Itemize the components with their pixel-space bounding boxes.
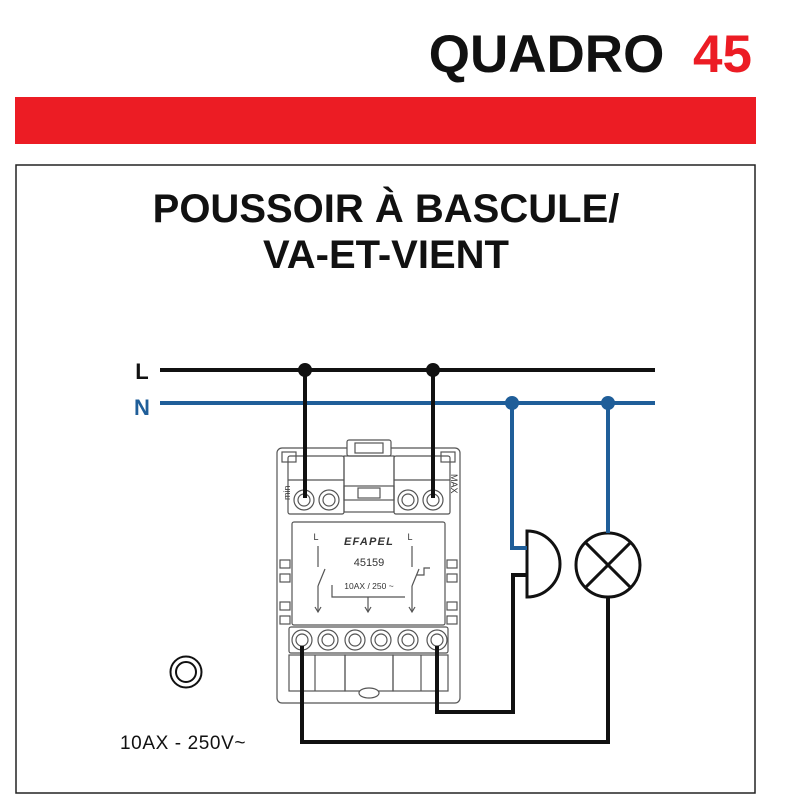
terminal-screw: [370, 629, 392, 651]
module-logo-mark: [358, 687, 380, 699]
diagram-title-line-1: POUSSOIR À BASCULE/: [153, 186, 620, 231]
lamp-symbol-icon: [574, 531, 642, 599]
terminal-screw-head: [321, 633, 335, 647]
lamp-return-wire: [300, 597, 610, 744]
top-center-slot: [357, 487, 381, 499]
schematic-switch-blade: [317, 568, 326, 587]
double-circle-icon: [169, 655, 203, 689]
module-left-switch-symbol: [317, 546, 326, 601]
schematic-arrow-left: [314, 601, 322, 614]
side-clip: [279, 573, 291, 583]
side-clip: [446, 573, 458, 583]
module-face: [291, 521, 446, 626]
diagram-title-line-2: VA-ET-VIENT: [263, 233, 509, 277]
min-label: min: [282, 485, 292, 500]
module-right-pushbutton-symbol: [411, 546, 430, 601]
side-clip: [279, 615, 291, 625]
terminal-screw: [318, 489, 340, 511]
module-rating: 10AX / 250 ~: [344, 581, 393, 591]
schematic-common-line: [331, 585, 405, 598]
wiring: [160, 363, 655, 744]
module-top-right-tab: [440, 451, 456, 463]
brand-model-number: 45: [693, 25, 752, 84]
indicator-outer-ring: [169, 655, 203, 689]
side-clip: [279, 559, 291, 569]
top-right-terminal-block: [393, 455, 451, 515]
side-clip: [446, 559, 458, 569]
terminal-screw-head: [348, 633, 362, 647]
live-line-label: L: [135, 359, 148, 384]
terminal-screw: [397, 629, 419, 651]
product-range-title: QUADRO 45: [429, 25, 752, 84]
module-reference: 45159: [354, 557, 385, 569]
lamp-cross-line: [584, 541, 632, 589]
module-right-terminal-label: L: [407, 532, 412, 542]
bell-symbol-icon: [525, 529, 562, 599]
diagram-frame: [15, 164, 756, 794]
terminal-screw: [344, 629, 366, 651]
module-left-terminal-label: L: [313, 532, 318, 542]
module-top-left-tab: [281, 451, 297, 463]
neutral-feed-to-bell: [510, 403, 527, 550]
side-clip: [279, 601, 291, 611]
brand-name: QUADRO: [429, 25, 665, 84]
neutral-junction-dot: [601, 396, 615, 410]
live-junction-dot: [426, 363, 440, 377]
schematic-arrow-right: [408, 601, 416, 614]
efapel-switch-module: min MAX EFAPEL 45159 10AX / 250 ~ L L: [276, 439, 461, 704]
indicator-inner-ring: [175, 661, 197, 683]
arrow-head: [408, 606, 416, 614]
side-clip: [446, 615, 458, 625]
neutral-junction-dot: [505, 396, 519, 410]
module-brand: EFAPEL: [344, 536, 394, 548]
bell-return-wire: [435, 573, 527, 714]
neutral-line-label: N: [134, 395, 150, 420]
side-clip: [446, 601, 458, 611]
schematic-switch-blade: [411, 568, 420, 587]
terminal-screw-head: [374, 633, 388, 647]
arrow-head: [364, 606, 372, 614]
module-top-hub: [346, 439, 392, 457]
red-banner: [15, 97, 756, 144]
live-junction-dot: [298, 363, 312, 377]
terminal-screw: [317, 629, 339, 651]
terminal-screw-head: [401, 633, 415, 647]
schematic-push-cap: [417, 567, 430, 576]
rating-note: 10AX - 250V~: [120, 733, 246, 754]
terminal-screw-head: [322, 493, 336, 507]
schematic-arrow-center: [364, 597, 372, 614]
bottom-terminal-strip: [288, 626, 449, 654]
max-label: MAX: [449, 474, 459, 494]
arrow-head: [314, 606, 322, 614]
terminal-screw-head: [401, 493, 415, 507]
module-top-hub-inner: [354, 442, 384, 454]
terminal-screw: [397, 489, 419, 511]
